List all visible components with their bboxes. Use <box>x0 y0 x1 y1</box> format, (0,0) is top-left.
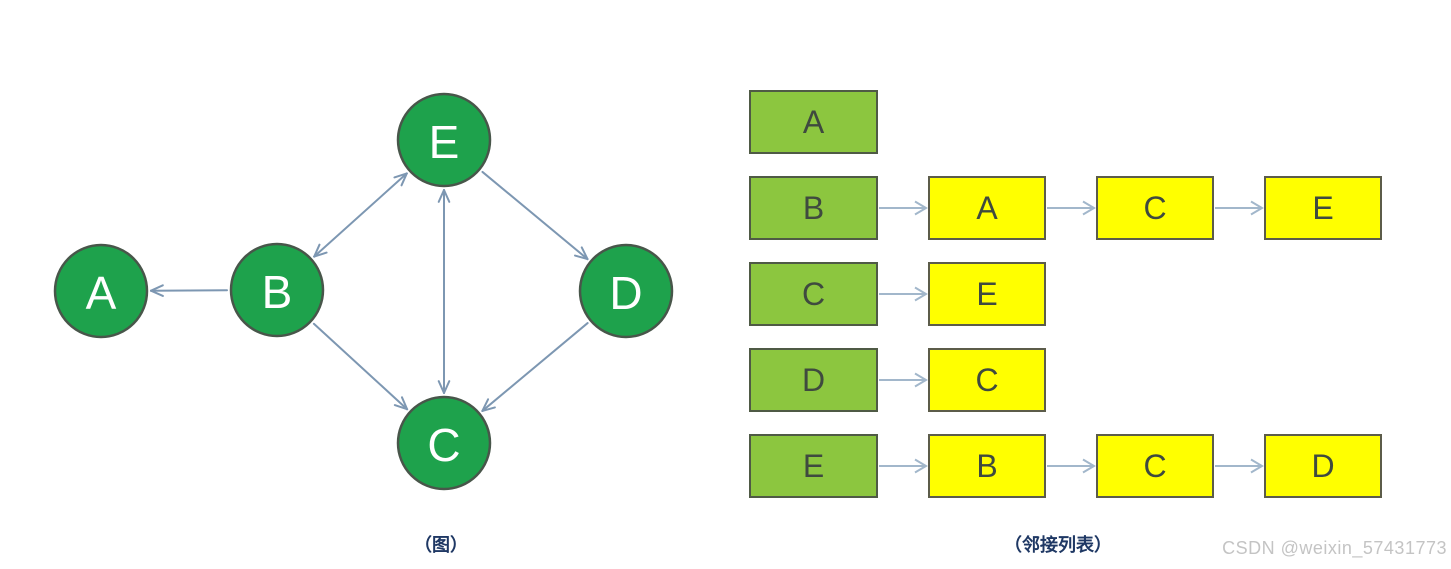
arrow-connector <box>879 200 928 216</box>
adjacency-item-box: C <box>1096 434 1214 498</box>
graph-edge-B-C <box>312 322 409 411</box>
adjacency-head-box: D <box>749 348 878 412</box>
adjacency-row-A: A <box>749 90 1382 154</box>
graph-node-label: A <box>86 267 117 319</box>
adjacency-head-box: B <box>749 176 878 240</box>
adjacency-list-caption: （邻接列表） <box>1004 535 1112 555</box>
graph-node-label: E <box>429 116 460 168</box>
graph-node-label: D <box>609 267 642 319</box>
arrow-connector <box>1047 458 1096 474</box>
arrow-connector <box>879 286 928 302</box>
arrow-connector <box>1215 458 1264 474</box>
arrow-connector <box>879 372 928 388</box>
graph-edge-B-A <box>149 284 229 297</box>
adjacency-head-box: E <box>749 434 878 498</box>
graph-edge-E-C <box>437 189 451 394</box>
csdn-watermark: CSDN @weixin_57431773 <box>1222 538 1447 558</box>
graph-node-C: C <box>396 395 492 491</box>
graph-edge-B-E <box>313 172 408 258</box>
adjacency-item-box: C <box>928 348 1046 412</box>
arrow-connector <box>1215 200 1264 216</box>
adjacency-item-box: C <box>1096 176 1214 240</box>
graph-caption: （图） <box>414 535 468 555</box>
adjacency-item-box: B <box>928 434 1046 498</box>
graph-node-B: B <box>229 242 325 338</box>
graph-node-label: B <box>262 266 293 318</box>
graph-node-D: D <box>578 243 674 339</box>
graph-node-E: E <box>396 92 492 188</box>
adjacency-item-box: D <box>1264 434 1382 498</box>
adjacency-head-box: A <box>749 90 878 154</box>
adjacency-item-box: A <box>928 176 1046 240</box>
adjacency-item-box: E <box>1264 176 1382 240</box>
graph-edge-E-D <box>481 170 589 261</box>
adjacency-head-box: C <box>749 262 878 326</box>
graph-edge-D-C <box>481 322 589 412</box>
arrow-connector <box>879 458 928 474</box>
graph-node-label: C <box>427 419 460 471</box>
adjacency-item-box: E <box>928 262 1046 326</box>
arrow-connector <box>1047 200 1096 216</box>
graph-diagram: A B E D C <box>53 92 674 491</box>
graph-node-A: A <box>53 243 149 339</box>
